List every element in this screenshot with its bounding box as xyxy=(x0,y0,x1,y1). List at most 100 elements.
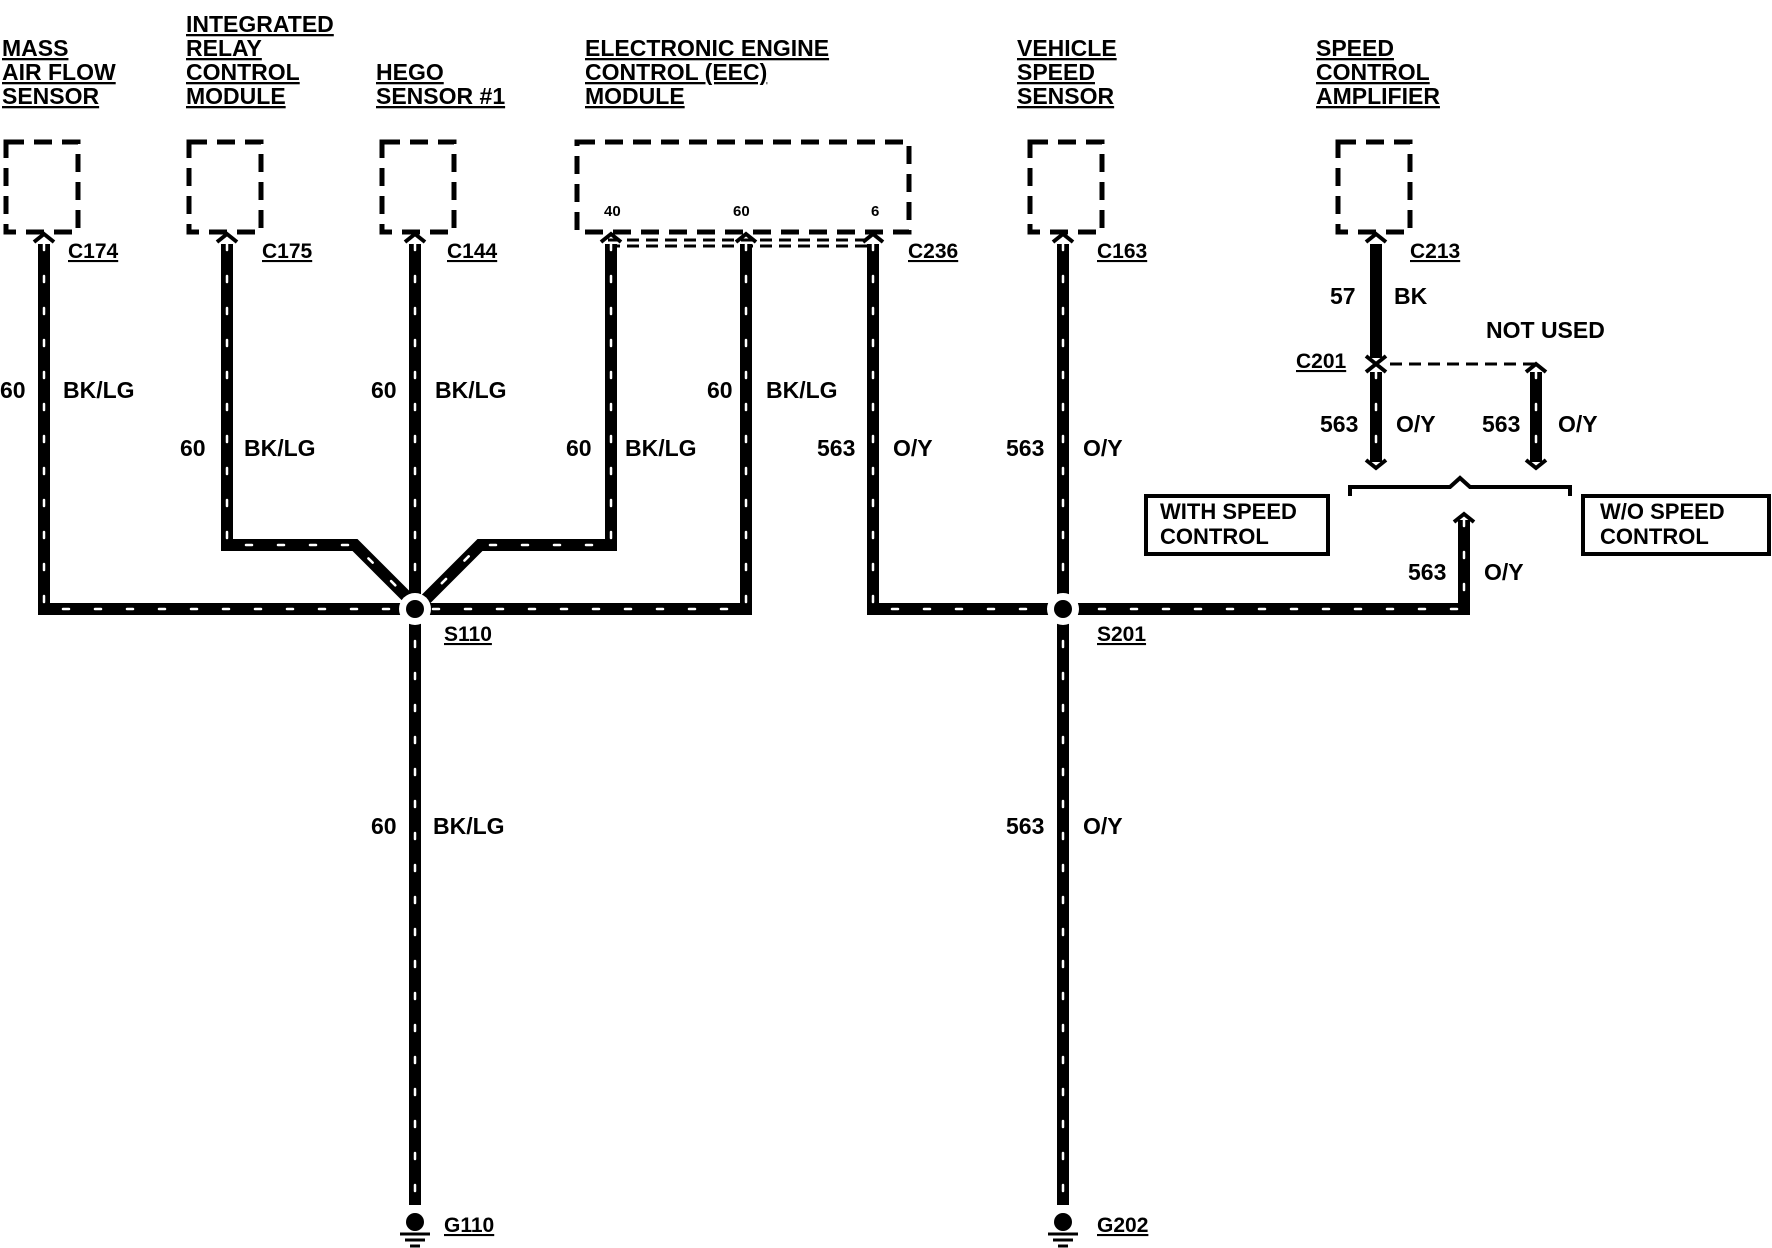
c201-label: C201 xyxy=(1296,350,1347,373)
without-speed-control-box: W/O SPEED CONTROL xyxy=(1581,494,1771,556)
maf-color: BK/LG xyxy=(63,377,135,403)
hego-circuit: 60 xyxy=(371,377,397,403)
c201-without-color: O/Y xyxy=(1558,411,1598,437)
wire-group-bklg xyxy=(38,242,752,1207)
speed-control-color: O/Y xyxy=(1484,559,1524,585)
splice-s201 xyxy=(1047,593,1079,625)
irc-title-line3: CONTROL xyxy=(186,59,300,85)
speed-control-circuit: 563 xyxy=(1408,559,1446,585)
wire-eec6-563 xyxy=(867,244,1063,615)
hego-box xyxy=(379,139,457,235)
ground1-color: BK/LG xyxy=(433,813,505,839)
c201-with-color: O/Y xyxy=(1396,411,1436,437)
splice-s110 xyxy=(399,593,431,625)
eec40-color: BK/LG xyxy=(625,435,697,461)
wire-end-with xyxy=(1364,458,1388,471)
sca-title-line2: CONTROL xyxy=(1316,59,1430,85)
c174-chevron xyxy=(32,231,56,244)
sca-title-line3: AMPLIFIER xyxy=(1316,83,1440,109)
c174-label: C174 xyxy=(68,240,119,263)
c144-chevron xyxy=(403,231,427,244)
wire-irc-60 xyxy=(221,244,415,605)
ground2-circuit: 563 xyxy=(1006,813,1044,839)
without-speed-control-line1: W/O SPEED xyxy=(1600,499,1725,524)
irc-title: INTEGRATED RELAY CONTROL MODULE xyxy=(186,11,334,109)
s201-label: S201 xyxy=(1097,623,1146,646)
without-speed-control-line2: CONTROL xyxy=(1600,524,1709,549)
eec-box xyxy=(574,139,912,235)
hego-title-line2: SENSOR #1 xyxy=(376,83,505,109)
c144-label: C144 xyxy=(447,240,498,263)
wire-group-oy xyxy=(867,242,1542,1207)
vss-title-line2: SPEED xyxy=(1017,59,1095,85)
eec-title-line2: CONTROL (EEC) xyxy=(585,59,767,85)
s110-label: S110 xyxy=(444,623,492,646)
vss-title-line3: SENSOR xyxy=(1017,83,1115,109)
vss-color: O/Y xyxy=(1083,435,1123,461)
irc-title-line1: INTEGRATED xyxy=(186,11,334,37)
irc-circuit: 60 xyxy=(180,435,206,461)
c213-label: C213 xyxy=(1410,240,1460,263)
sca-circuit: 57 xyxy=(1330,283,1356,309)
maf-box xyxy=(3,139,81,235)
c201-without-circuit: 563 xyxy=(1482,411,1520,437)
eec60-circuit: 60 xyxy=(707,377,733,403)
not-used-label: NOT USED xyxy=(1486,317,1605,343)
hego-title: HEGO SENSOR #1 xyxy=(376,59,505,109)
wire-eec40-60 xyxy=(420,244,617,605)
eec-pin-40: 40 xyxy=(604,203,621,220)
without-speed-control-frame xyxy=(1581,494,1771,556)
maf-title-line3: SENSOR xyxy=(2,83,100,109)
eec60-color: BK/LG xyxy=(766,377,838,403)
c236-chevron-6 xyxy=(861,231,885,244)
c175-label: C175 xyxy=(262,240,313,263)
eec-internal-link xyxy=(608,238,872,248)
option-brace xyxy=(1348,475,1572,496)
c201-with-circuit: 563 xyxy=(1320,411,1358,437)
c236-label: C236 xyxy=(908,240,958,263)
c201-chevron-right xyxy=(1524,361,1548,374)
sca-title-line1: SPEED xyxy=(1316,35,1394,61)
with-speed-control-box: WITH SPEED CONTROL xyxy=(1144,494,1330,556)
vss-box xyxy=(1027,139,1105,235)
eec-title-line1: ELECTRONIC ENGINE xyxy=(585,35,829,61)
vss-title-line1: VEHICLE xyxy=(1017,35,1117,61)
splice-s110-dot xyxy=(406,600,424,618)
c213-chevron xyxy=(1364,231,1388,244)
eec6-circuit: 563 xyxy=(817,435,855,461)
maf-title-line2: AIR FLOW xyxy=(2,59,116,85)
eec6-color: O/Y xyxy=(893,435,933,461)
irc-box xyxy=(186,139,264,235)
c236-chevron-60 xyxy=(734,231,758,244)
vss-circuit: 563 xyxy=(1006,435,1044,461)
c175-chevron xyxy=(215,231,239,244)
sca-title: SPEED CONTROL AMPLIFIER xyxy=(1316,35,1440,109)
irc-title-line4: MODULE xyxy=(186,83,286,109)
ground-symbol-g110 xyxy=(400,1213,430,1248)
vss-title: VEHICLE SPEED SENSOR xyxy=(1017,35,1117,109)
c201-chevron xyxy=(1364,354,1388,374)
c163-chevron xyxy=(1051,231,1075,244)
speed-control-chevron xyxy=(1452,511,1476,524)
c163-label: C163 xyxy=(1097,240,1147,263)
irc-color: BK/LG xyxy=(244,435,316,461)
splice-s201-dot xyxy=(1054,600,1072,618)
hego-color: BK/LG xyxy=(435,377,507,403)
wire-end-without xyxy=(1524,458,1548,471)
eec-pin-60: 60 xyxy=(733,203,750,220)
maf-circuit: 60 xyxy=(0,377,26,403)
g202-label: G202 xyxy=(1097,1214,1148,1237)
with-speed-control-line1: WITH SPEED xyxy=(1160,499,1297,524)
sca-color: BK xyxy=(1394,283,1428,309)
sca-box xyxy=(1335,139,1413,235)
maf-title-line1: MASS xyxy=(2,35,68,61)
ground2-color: O/Y xyxy=(1083,813,1123,839)
irc-title-line2: RELAY xyxy=(186,35,262,61)
hego-title-line1: HEGO xyxy=(376,59,444,85)
eec-pin-6: 6 xyxy=(871,203,879,220)
ground1-circuit: 60 xyxy=(371,813,397,839)
with-speed-control-line2: CONTROL xyxy=(1160,524,1269,549)
connector-chevrons xyxy=(32,231,1548,524)
c236-chevron-40 xyxy=(599,231,623,244)
